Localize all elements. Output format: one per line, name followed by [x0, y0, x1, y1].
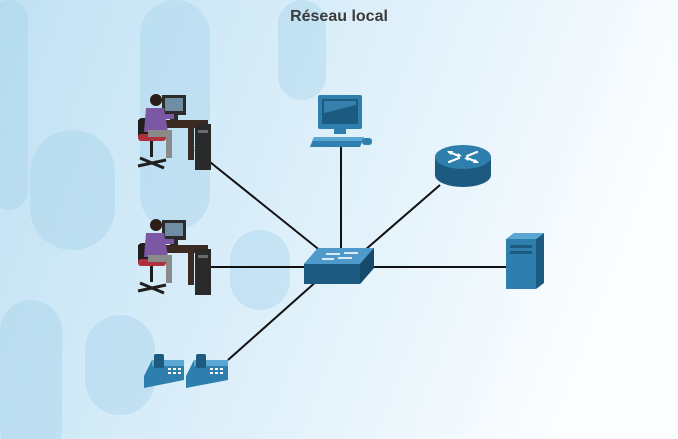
diagram-title: Réseau local	[290, 8, 388, 25]
user-at-desk-icon	[137, 219, 211, 295]
ip-phone-icon	[144, 354, 228, 388]
router-icon	[435, 145, 491, 187]
server-icon	[506, 233, 544, 289]
network-switch-icon	[304, 248, 374, 284]
link-phones-switch	[227, 279, 319, 361]
link-workstation1-switch	[194, 149, 323, 253]
user-at-desk-icon	[137, 94, 211, 170]
desktop-computer-icon	[310, 95, 372, 147]
link-router-switch	[364, 184, 441, 251]
